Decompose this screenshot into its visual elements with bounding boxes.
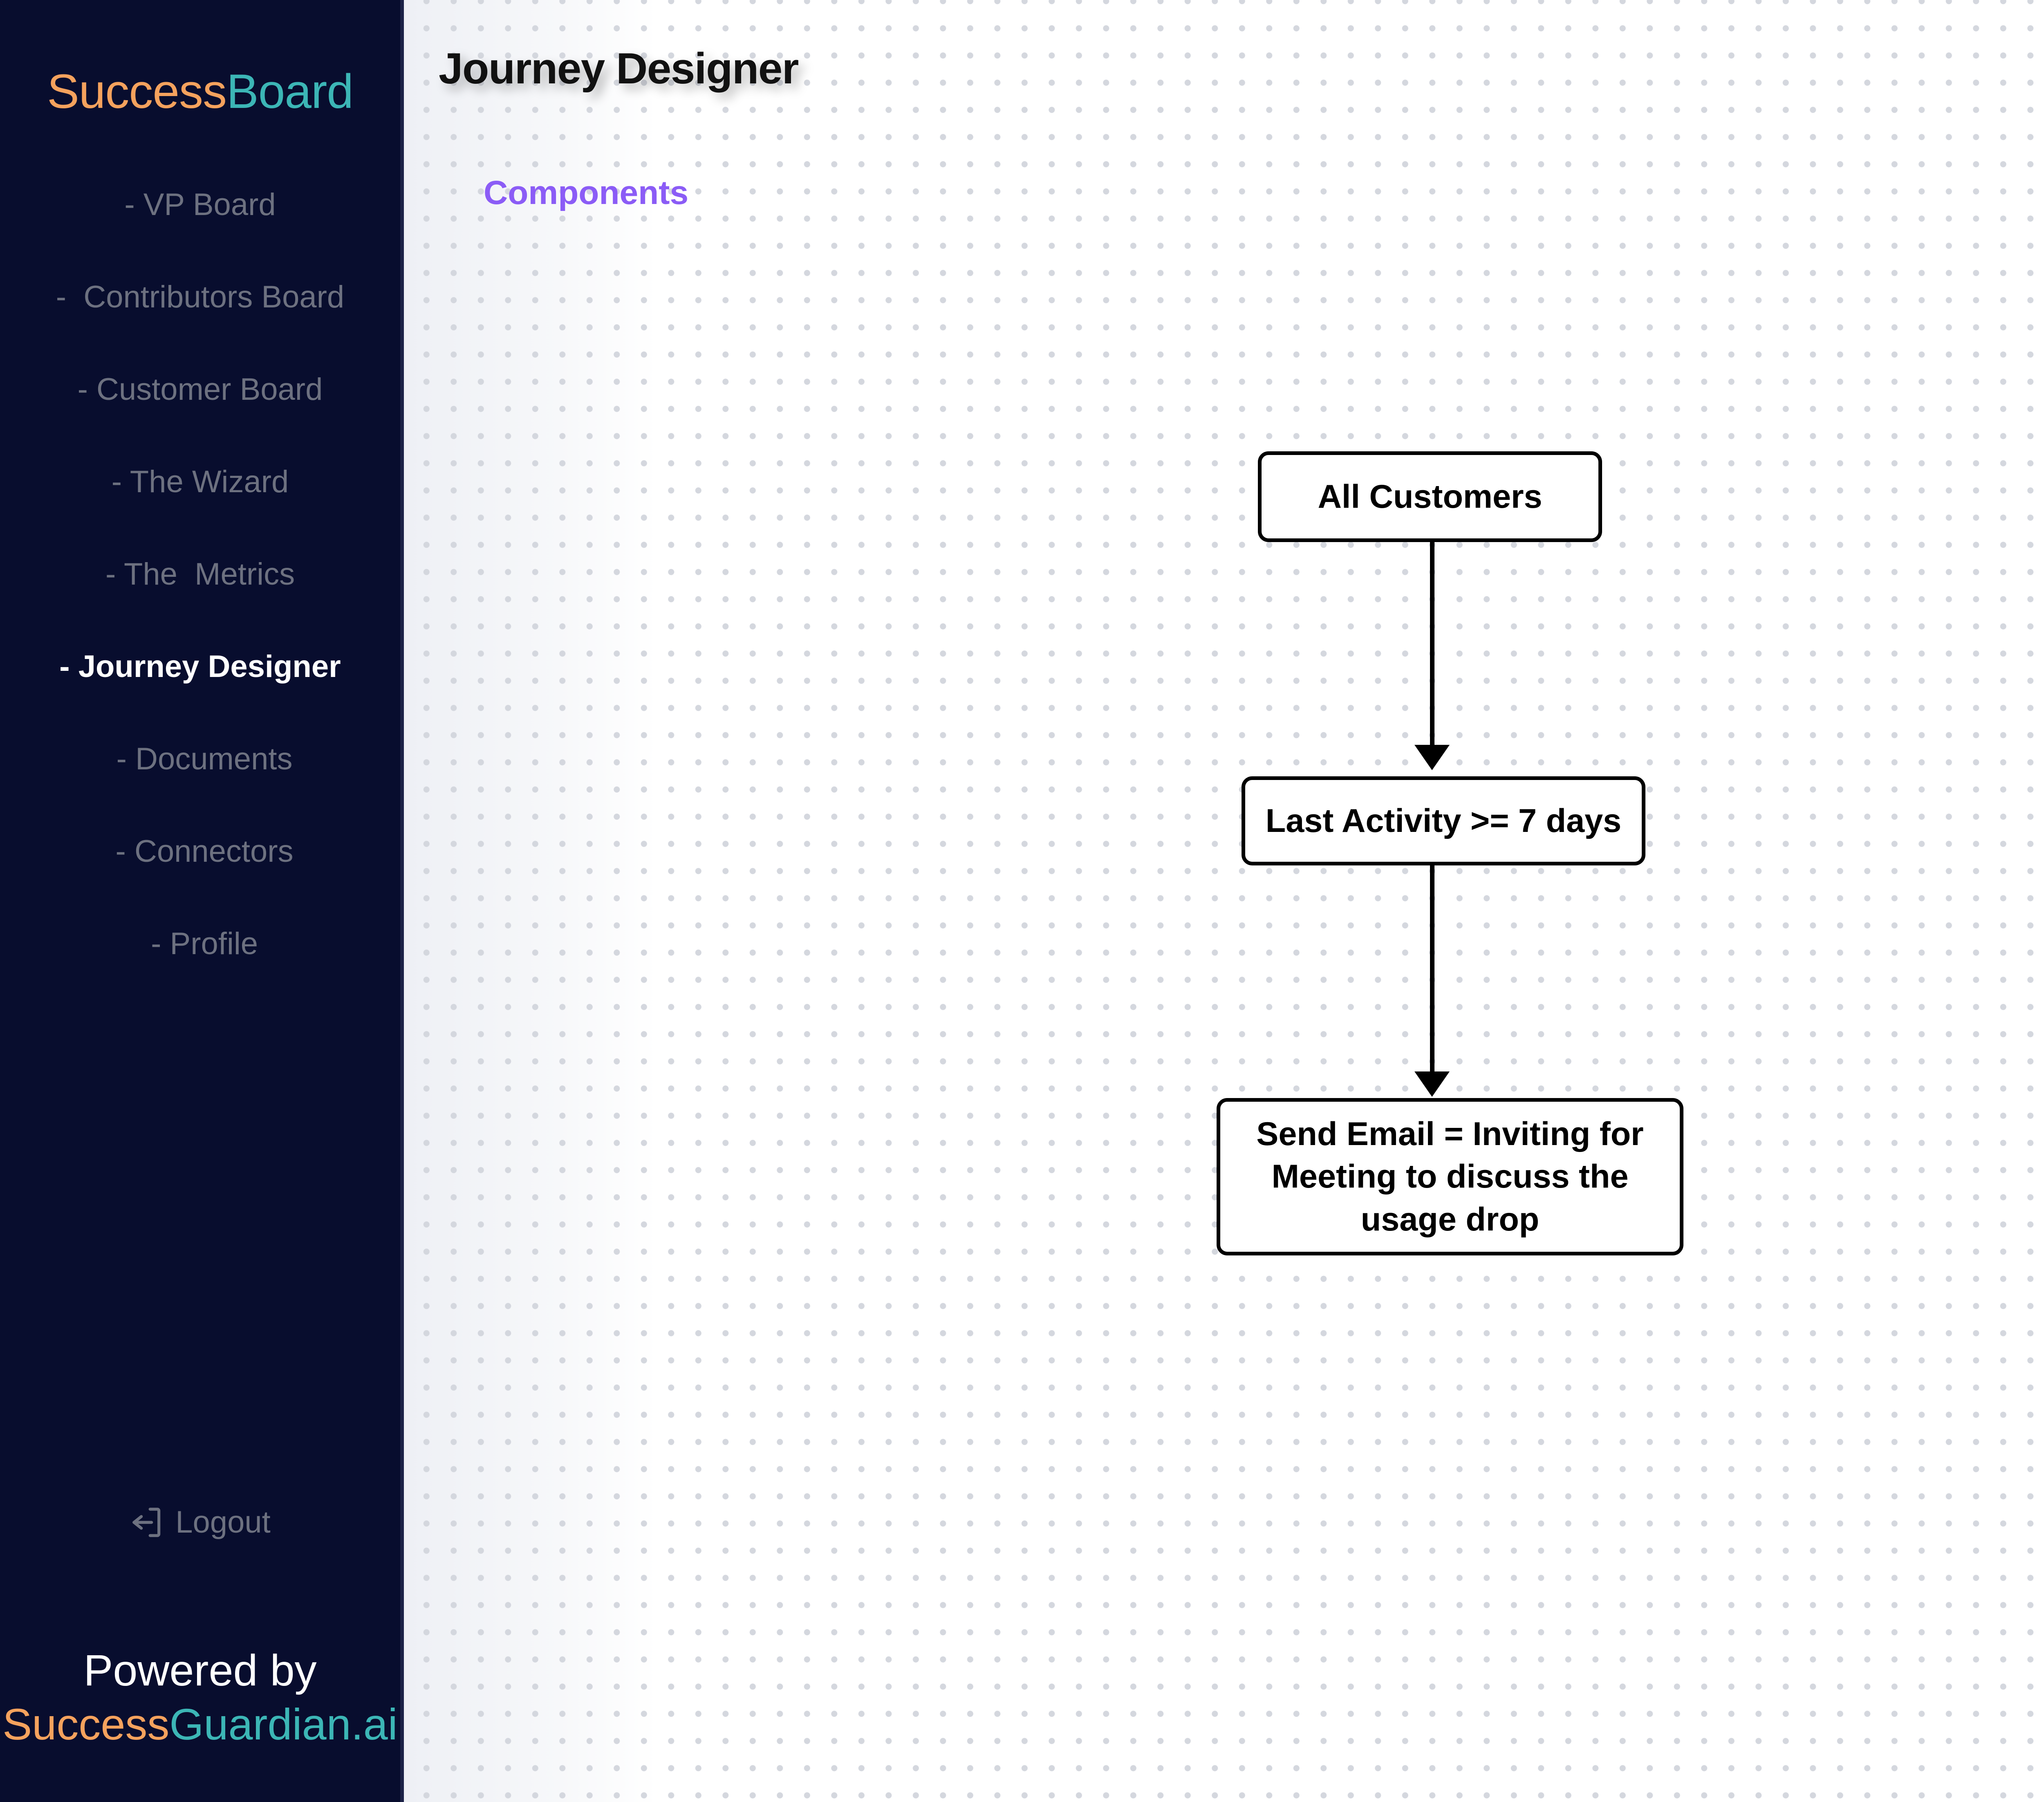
edge-shaft — [1430, 542, 1434, 746]
logout-button[interactable]: Logout — [0, 1504, 400, 1540]
footer-brand: SuccessGuardian.ai — [0, 1697, 400, 1751]
sidebar-item-documents[interactable]: - Documents — [108, 742, 293, 776]
sidebar-item-the-wizard[interactable]: - The Wizard — [111, 464, 289, 499]
app-logo[interactable]: SuccessBoard — [47, 65, 354, 119]
flow-node-all-customers[interactable]: All Customers — [1258, 451, 1602, 542]
flow-node-send-email[interactable]: Send Email = Inviting for Meeting to dis… — [1217, 1098, 1683, 1255]
logo-text-primary: Success — [47, 65, 227, 119]
page-title: Journey Designer — [439, 44, 799, 93]
sidebar-item-connectors[interactable]: - Connectors — [107, 834, 294, 869]
sidebar-item-contributors-board[interactable]: - Contributors Board — [56, 280, 345, 314]
components-panel-label[interactable]: Components — [484, 174, 689, 211]
footer-brand-secondary: Guardian.ai — [169, 1699, 398, 1749]
sidebar-nav: - VP Board - Contributors Board - Custom… — [0, 189, 400, 1021]
sidebar: SuccessBoard - VP Board - Contributors B… — [0, 0, 404, 1802]
journey-canvas[interactable]: Journey Designer Components All Customer… — [404, 0, 2044, 1802]
footer-brand-primary: Success — [2, 1699, 170, 1749]
arrow-head-icon — [1414, 1071, 1450, 1097]
logout-label: Logout — [175, 1505, 271, 1540]
logo-text-secondary: Board — [226, 65, 354, 119]
sidebar-item-profile[interactable]: - Profile — [142, 926, 258, 961]
powered-by-label: Powered by — [83, 1645, 317, 1695]
sidebar-footer: Powered by SuccessGuardian.ai — [0, 1643, 400, 1751]
flow-diagram: All Customers Last Activity >= 7 days Se… — [404, 0, 2044, 1802]
sidebar-item-the-metrics[interactable]: - The Metrics — [105, 557, 295, 592]
flow-node-last-activity[interactable]: Last Activity >= 7 days — [1242, 776, 1645, 865]
arrow-head-icon — [1414, 745, 1450, 770]
sidebar-item-customer-board[interactable]: - Customer Board — [77, 372, 323, 407]
logout-icon — [130, 1505, 165, 1540]
sidebar-item-vp-board[interactable]: - VP Board — [124, 187, 276, 222]
edge-shaft — [1430, 865, 1434, 1073]
sidebar-item-journey-designer[interactable]: - Journey Designer — [59, 649, 341, 684]
